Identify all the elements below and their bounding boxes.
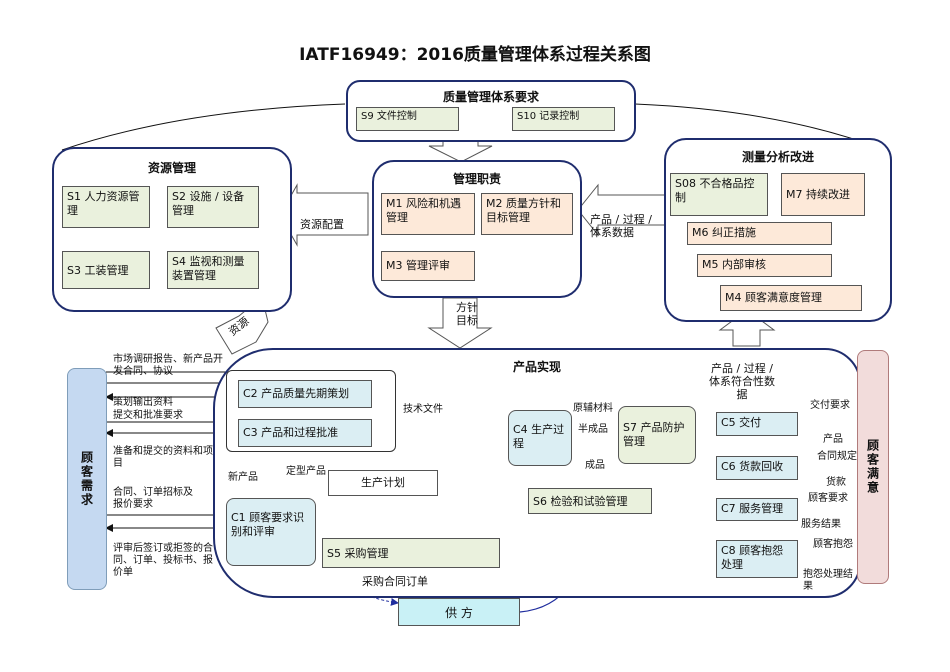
c2-apqp[interactable]: C2 产品质量先期策划 — [238, 380, 372, 408]
c2-c3-frame — [226, 370, 396, 452]
label-product-conform: 产品 / 过程 / 体系符合性数据 — [709, 362, 775, 402]
m5-internal-audit[interactable]: M5 内部审核 — [697, 254, 832, 277]
customer-need-label: 顾客需求 — [79, 451, 94, 507]
qms-title: 质量管理体系要求 — [442, 90, 539, 104]
s4-measurement-device-management[interactable]: S4 监视和测量装置管理 — [167, 251, 259, 289]
c8-complaint-handling[interactable]: C8 顾客抱怨处理 — [716, 540, 798, 578]
s08-nonconforming-control[interactable]: S08 不合格品控制 — [670, 173, 768, 216]
label-reviewed: 评审后签订或拒签的合同、订单、投标书、报价单 — [113, 543, 213, 578]
management-title: 管理职责 — [452, 172, 501, 186]
label-resource-config: 资源配置 — [300, 218, 344, 231]
m4-customer-satisfaction[interactable]: M4 顾客满意度管理 — [720, 285, 862, 311]
m2-quality-policy[interactable]: M2 质量方针和目标管理 — [481, 193, 573, 235]
c4-production-process[interactable]: C4 生产过程 — [508, 410, 572, 466]
m3-management-review[interactable]: M3 管理评审 — [381, 251, 475, 281]
customer-need-bar: 顾客需求 — [67, 368, 107, 590]
product-title: 产品实现 — [512, 360, 561, 374]
label-semi-product: 半成品 — [578, 424, 608, 435]
c5-delivery[interactable]: C5 交付 — [716, 412, 798, 436]
s10-record-control[interactable]: S10 记录控制 — [512, 107, 615, 131]
c6-payment-collection[interactable]: C6 货款回收 — [716, 456, 798, 480]
measure-title: 测量分析改进 — [741, 150, 814, 164]
s3-tooling-management[interactable]: S3 工装管理 — [62, 251, 150, 289]
c7-service-management[interactable]: C7 服务管理 — [716, 498, 798, 521]
m7-continuous-improvement[interactable]: M7 持续改进 — [781, 173, 865, 216]
label-market: 市场调研报告、新产品开发合同、协议 — [113, 354, 223, 377]
label-delivery-req: 交付要求 — [810, 400, 850, 411]
m1-risk-management[interactable]: M1 风险和机遇管理 — [381, 193, 475, 235]
s6-inspection-testing[interactable]: S6 检验和试验管理 — [528, 488, 652, 514]
c1-customer-requirement[interactable]: C1 顾客要求识别和评审 — [226, 498, 316, 566]
supplier-box[interactable]: 供 方 — [398, 598, 520, 626]
s5-purchasing[interactable]: S5 采购管理 — [322, 538, 500, 568]
label-service-result: 服务结果 — [801, 519, 841, 530]
label-customer-req: 顾客要求 — [808, 493, 848, 504]
customer-satisfaction-label: 顾客满意 — [865, 439, 880, 495]
label-product-data: 产品 / 过程 / 体系数据 — [590, 213, 652, 240]
label-fixed-product: 定型产品 — [286, 466, 326, 477]
label-finished-product: 成品 — [585, 460, 605, 471]
label-complaint-result: 抱怨处理结果 — [803, 569, 853, 592]
label-new-product: 新产品 — [228, 472, 258, 483]
label-contract: 合同、订单招标及报价要求 — [113, 487, 193, 510]
label-prepare: 准备和提交的资料和项目 — [113, 446, 213, 469]
c3-ppap[interactable]: C3 产品和过程批准 — [238, 419, 372, 447]
label-submit: 提交和批准要求 — [113, 410, 183, 421]
resource-title: 资源管理 — [147, 161, 196, 175]
production-plan[interactable]: 生产计划 — [328, 470, 438, 496]
s9-document-control[interactable]: S9 文件控制 — [356, 107, 459, 131]
label-product-out: 产品 — [823, 434, 843, 445]
label-policy: 方针目标 — [456, 301, 478, 328]
label-raw-material: 原辅材料 — [573, 403, 613, 414]
m6-corrective-action[interactable]: M6 纠正措施 — [687, 222, 832, 245]
label-purchase-order: 采购合同订单 — [362, 575, 428, 588]
customer-satisfaction-bar: 顾客满意 — [857, 350, 889, 584]
s2-facility-management[interactable]: S2 设施 / 设备管理 — [167, 186, 259, 228]
label-complaint: 顾客抱怨 — [813, 539, 853, 550]
page-title: IATF16949：2016质量管理体系过程关系图 — [299, 45, 651, 65]
label-contract-req: 合同规定 — [817, 451, 857, 462]
s7-product-preservation[interactable]: S7 产品防护管理 — [618, 406, 696, 464]
label-tech-docs: 技术文件 — [403, 404, 443, 415]
label-payment: 货款 — [826, 477, 846, 488]
label-plan-output: 策划输出资料 — [113, 397, 173, 408]
s1-hr-management[interactable]: S1 人力资源管理 — [62, 186, 150, 228]
